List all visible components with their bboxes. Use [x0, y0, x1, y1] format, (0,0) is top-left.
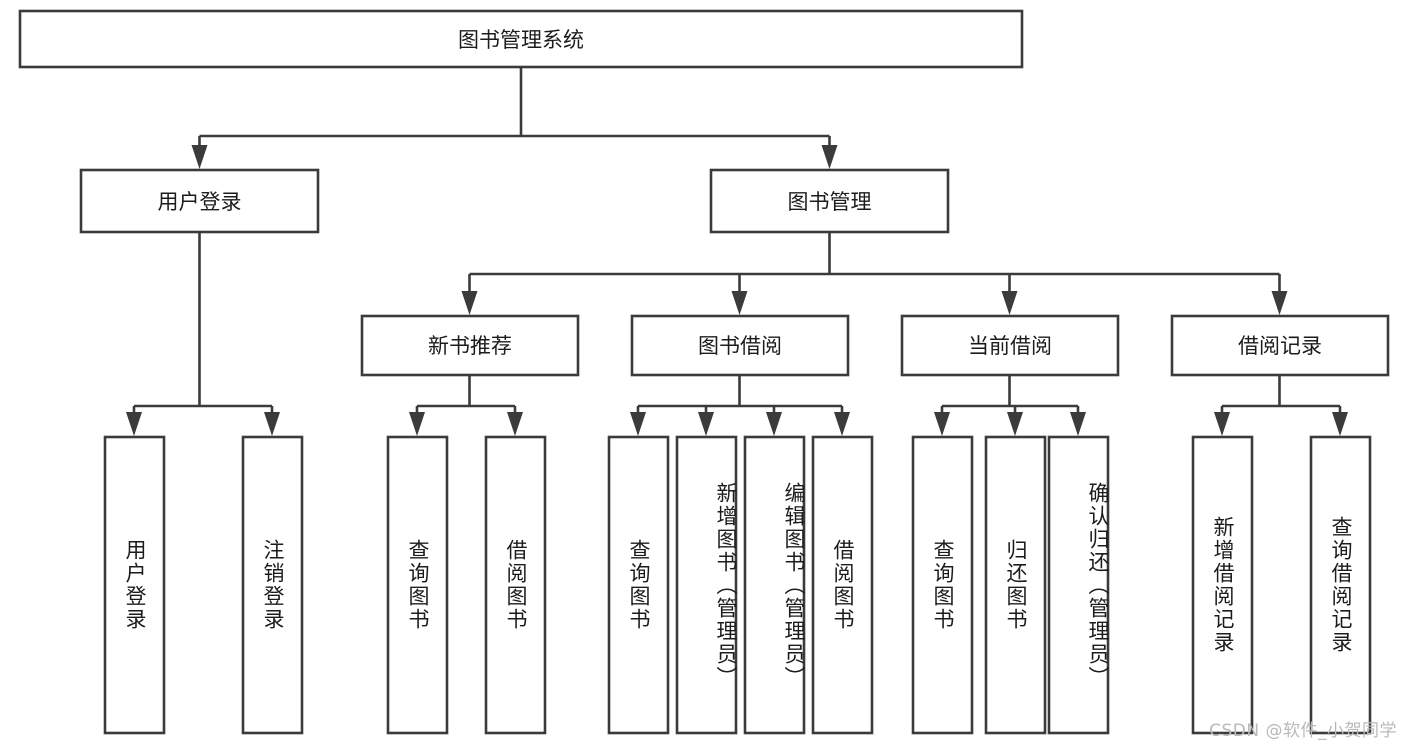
node-box-user-logout[interactable]	[241, 435, 304, 735]
node-label-user-login: 用户登录	[158, 190, 242, 214]
arrow-head-edit-book-admin	[766, 412, 782, 436]
node-box-return-book[interactable]	[984, 435, 1047, 735]
arrow-head-book-borrow	[731, 291, 748, 315]
node-box-query-book-2[interactable]	[607, 435, 670, 735]
arrow-head-borrow-book-2	[834, 412, 850, 436]
node-box-borrow-book-2[interactable]	[811, 435, 874, 735]
arrow-head-borrow-book-1	[507, 412, 523, 436]
arrow-head-add-borrow-record	[1214, 412, 1230, 436]
arrow-head-add-book-admin	[698, 412, 714, 436]
node-box-current-borrow[interactable]	[900, 314, 1120, 377]
connector-group-book-borrow-children	[630, 375, 850, 436]
node-box-book-manage[interactable]	[709, 168, 950, 234]
node-box-confirm-return-admin[interactable]	[1047, 435, 1110, 735]
node-label-current-borrow: 当前借阅	[968, 334, 1052, 358]
node-box-query-book-1[interactable]	[386, 435, 449, 735]
node-label-root: 图书管理系统	[458, 28, 584, 52]
arrow-head-current-borrow	[1001, 291, 1018, 315]
node-box-add-book-admin[interactable]	[675, 435, 738, 735]
node-box-add-borrow-record[interactable]	[1191, 435, 1254, 735]
arrow-head-query-book-3	[934, 412, 950, 436]
arrow-head-query-book-2	[630, 412, 646, 436]
node-box-borrow-record[interactable]	[1170, 314, 1390, 377]
node-box-borrow-book-1[interactable]	[484, 435, 547, 735]
node-box-new-book-recommend[interactable]	[360, 314, 580, 377]
node-label-book-manage: 图书管理	[788, 190, 872, 214]
arrow-head-query-book-1	[409, 412, 425, 436]
arrow-head-confirm-return-admin	[1070, 412, 1086, 436]
arrow-head-borrow-record	[1271, 291, 1288, 315]
watermark-text: CSDN @软件_小贺同学	[1209, 721, 1397, 741]
node-box-query-book-3[interactable]	[911, 435, 974, 735]
node-box-edit-book-admin[interactable]	[743, 435, 806, 735]
connector-group-new-book-recommend-children	[409, 375, 523, 436]
connector-group-borrow-record-children	[1214, 375, 1348, 436]
arrow-head-user-login	[191, 145, 208, 169]
connector-group-current-borrow-children	[934, 375, 1086, 436]
node-box-book-borrow[interactable]	[630, 314, 850, 377]
arrow-head-return-book	[1007, 412, 1023, 436]
connector-group-user-login-children	[126, 232, 280, 436]
node-box-user-login-do[interactable]	[103, 435, 166, 735]
node-label-book-borrow: 图书借阅	[698, 334, 782, 358]
arrow-head-new-book-recommend	[461, 291, 478, 315]
arrow-head-book-manage	[821, 145, 838, 169]
node-box-user-login[interactable]	[79, 168, 320, 234]
arrow-head-user-login-do	[126, 412, 142, 436]
connector-group-root-to-level2	[191, 67, 838, 169]
node-box-query-borrow-record[interactable]	[1309, 435, 1372, 735]
arrow-head-user-logout	[264, 412, 280, 436]
node-label-borrow-record: 借阅记录	[1238, 334, 1322, 358]
arrow-head-query-borrow-record	[1332, 412, 1348, 436]
connector-group-book-manage-children	[461, 232, 1288, 315]
node-label-new-book-recommend: 新书推荐	[428, 334, 512, 358]
node-box-root[interactable]	[18, 9, 1024, 69]
